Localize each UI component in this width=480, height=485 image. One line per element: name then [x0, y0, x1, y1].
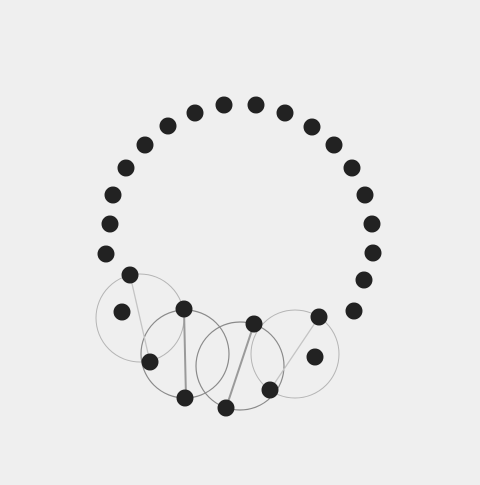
- dot-6[interactable]: [343, 159, 361, 177]
- rotor-ring-4[interactable]: [250, 309, 340, 399]
- dot-11[interactable]: [345, 302, 363, 320]
- rotor-link-2: [183, 308, 187, 399]
- dot-21[interactable]: [121, 266, 139, 284]
- dot-17[interactable]: [176, 389, 194, 407]
- dot-12[interactable]: [310, 308, 328, 326]
- dot-25[interactable]: [117, 159, 135, 177]
- dot-15[interactable]: [245, 315, 263, 333]
- rotor-link-3: [225, 323, 255, 409]
- dot-14[interactable]: [261, 381, 279, 399]
- dot-9[interactable]: [364, 244, 382, 262]
- dot-27[interactable]: [159, 117, 177, 135]
- rotor-links: [129, 274, 320, 409]
- dot-18[interactable]: [175, 300, 193, 318]
- dot-7[interactable]: [356, 186, 374, 204]
- dot-2[interactable]: [247, 96, 265, 114]
- dot-1[interactable]: [215, 96, 233, 114]
- dot-16[interactable]: [217, 399, 235, 417]
- dot-23[interactable]: [101, 215, 119, 233]
- dot-28[interactable]: [186, 104, 204, 122]
- dot-4[interactable]: [303, 118, 321, 136]
- rotor-ring-3[interactable]: [195, 321, 285, 411]
- dot-10[interactable]: [355, 271, 373, 289]
- dot-3[interactable]: [276, 104, 294, 122]
- dot-24[interactable]: [104, 186, 122, 204]
- dot-19[interactable]: [141, 353, 159, 371]
- rotor-link-4: [269, 316, 320, 391]
- dot-8[interactable]: [363, 215, 381, 233]
- dot-layer: [97, 96, 382, 417]
- dot-26[interactable]: [136, 136, 154, 154]
- dot-20[interactable]: [113, 303, 131, 321]
- dot-22[interactable]: [97, 245, 115, 263]
- dot-13[interactable]: [306, 348, 324, 366]
- dot-5[interactable]: [325, 136, 343, 154]
- rotor-link-1: [129, 274, 151, 363]
